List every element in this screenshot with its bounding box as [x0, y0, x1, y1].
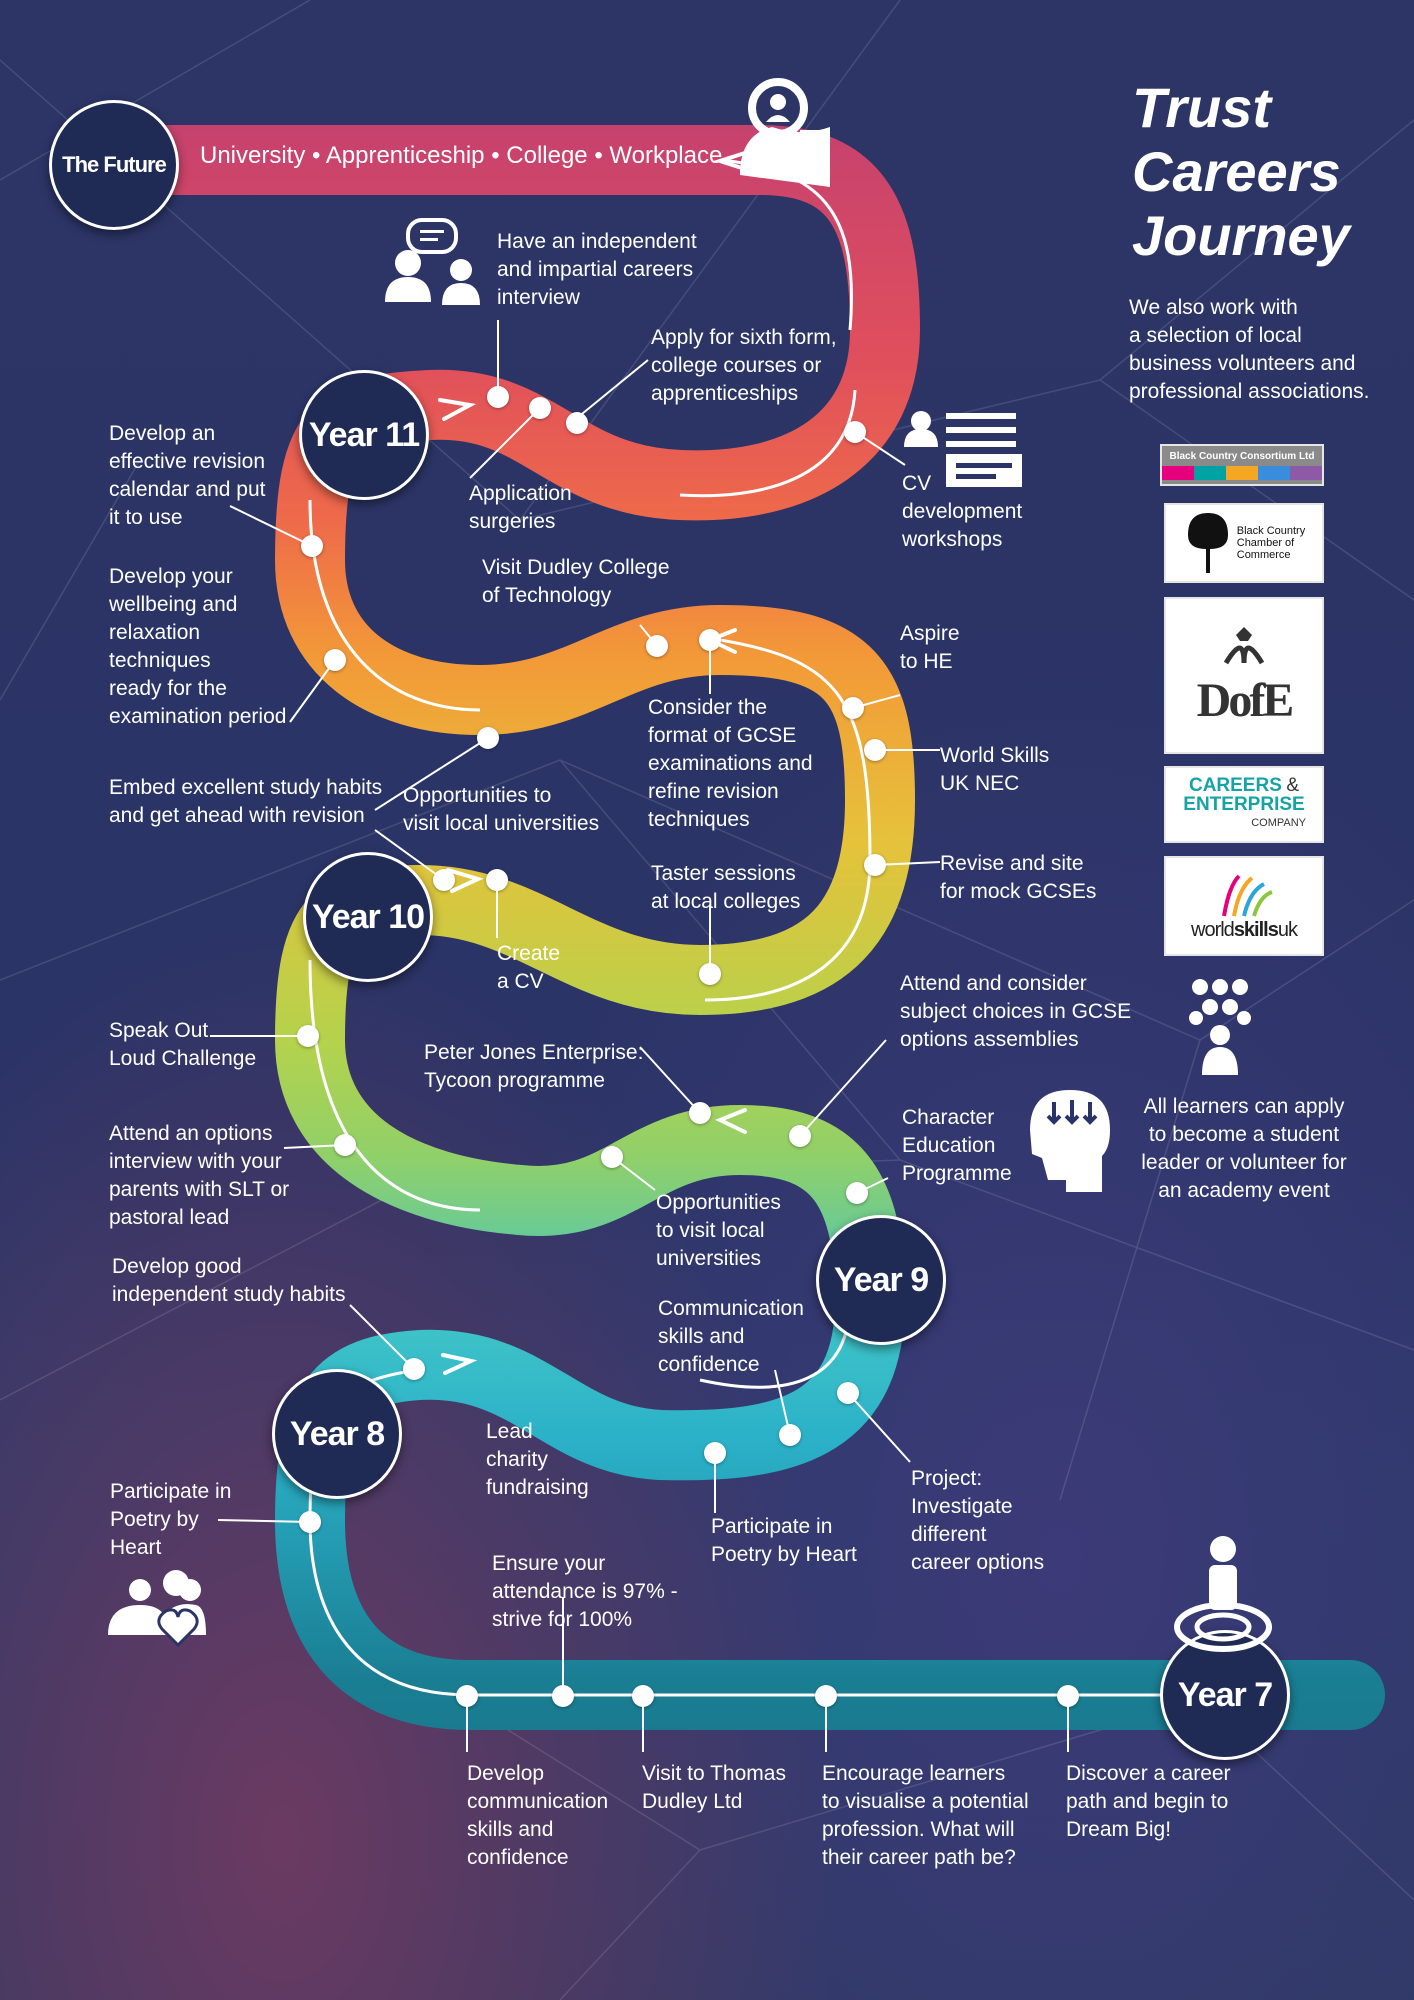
year-9-label: Year 9 — [833, 1260, 929, 1299]
careers-interview-label: Have an independent and impartial career… — [497, 230, 697, 309]
worldskills-uk-logo: worldskillsuk — [1164, 856, 1324, 956]
year-10-label: Year 10 — [311, 897, 425, 936]
cec-company-text: COMPANY — [1251, 817, 1306, 829]
page-title: Trust Careers Journey — [1132, 76, 1350, 267]
charity-label: Lead charity fundraising — [486, 1420, 589, 1499]
cec-careers-text: CAREERS — [1188, 775, 1282, 796]
options-interview-label: Attend an options interview with your pa… — [109, 1122, 290, 1229]
discover-career-label: Discover a career path and begin to Drea… — [1066, 1762, 1231, 1841]
year-9-badge: Year 9 — [816, 1215, 946, 1345]
world-skills-label: World Skills UK NEC — [940, 744, 1050, 795]
develop-communication-label: Develop communication skills and confide… — [467, 1762, 609, 1869]
head-thought-icon — [1030, 1090, 1110, 1192]
dofe-text: DofE — [1196, 674, 1295, 727]
project-label: Project: Investigate different career op… — [911, 1467, 1045, 1574]
family-heart-icon — [108, 1570, 206, 1648]
create-cv-label: Create a CV — [497, 942, 561, 993]
future-badge: The Future — [49, 100, 179, 230]
options-assemblies-label: Attend and consider subject choices in G… — [900, 972, 1132, 1051]
visit-universities-9-label: Opportunities to visit local universitie… — [656, 1191, 781, 1270]
chamber-of-commerce-logo: Black Country Chamber of Commerce — [1164, 503, 1324, 583]
visit-dudley-label: Visit Dudley College of Technology — [482, 556, 670, 607]
group-people-icon — [1189, 979, 1251, 1075]
peter-jones-label: Peter Jones Enterprise: Tycoon programme — [424, 1041, 644, 1092]
study-habits-8-label: Develop good independent study habits — [112, 1255, 346, 1306]
intro-text: We also work with a selection of local b… — [1129, 296, 1370, 403]
bcc-ltd-text: Black Country Consortium Ltd — [1169, 450, 1315, 462]
wellbeing-label: Develop your wellbeing and relaxation te… — [109, 565, 287, 728]
year-8-badge: Year 8 — [272, 1369, 402, 1499]
future-options: University • Apprenticeship • College • … — [200, 142, 723, 169]
apply-sixth-form-label: Apply for sixth form, college courses or… — [651, 326, 837, 405]
attendance-label: Ensure your attendance is 97% - strive f… — [492, 1552, 678, 1631]
revision-calendar-label: Develop an effective revision calendar a… — [109, 422, 266, 529]
year-11-label: Year 11 — [308, 415, 420, 454]
application-surgeries-label: Application surgeries — [469, 482, 572, 533]
poetry-right-label: Participate in Poetry by Heart — [711, 1515, 857, 1566]
cec-top-line: CAREERS & — [1188, 775, 1300, 796]
taster-sessions-label: Taster sessions at local colleges — [651, 862, 801, 913]
worldskills-world: world — [1191, 918, 1235, 941]
milestone-dot — [566, 412, 588, 434]
gcse-format-label: Consider the format of GCSE examinations… — [648, 696, 813, 831]
year-11-badge: Year 11 — [299, 370, 429, 500]
bcc-color-strip — [1162, 465, 1322, 480]
person-target-icon — [1174, 1536, 1272, 1652]
communication-8-label: Communication skills and confidence — [658, 1297, 804, 1376]
poetry-left-label: Participate in Poetry by Heart — [110, 1480, 232, 1559]
worldskills-uk: uk — [1277, 918, 1298, 941]
visit-universities-10-label: Opportunities to visit local universitie… — [403, 784, 600, 835]
tree-logo-icon — [1187, 513, 1228, 573]
year-7-badge: Year 7 — [1160, 1630, 1290, 1760]
learners-note: All learners can apply to become a stude… — [1141, 1095, 1347, 1202]
cec-enterprise-text: ENTERPRISE — [1183, 794, 1305, 815]
cv-workshops-label: CV development workshops — [902, 472, 1023, 551]
visualise-label: Encourage learners to visualise a potent… — [822, 1762, 1029, 1869]
year-8-label: Year 8 — [289, 1414, 385, 1453]
careers-enterprise-logo: CAREERS & ENTERPRISE COMPANY — [1164, 766, 1324, 843]
thomas-dudley-label: Visit to Thomas Dudley Ltd — [642, 1762, 786, 1813]
dofe-logo: DofE — [1164, 597, 1324, 754]
crown-icon — [1223, 627, 1265, 665]
black-country-consortium-logo: Black Country Consortium Ltd — [1160, 444, 1324, 486]
aspire-he-label: Aspire to HE — [900, 622, 960, 673]
worldskills-wordmark: worldskillsuk — [1191, 918, 1298, 942]
chat-people-icon — [385, 218, 480, 305]
worldskills-skills: skills — [1233, 918, 1279, 941]
worldskills-swirl-icon — [1222, 874, 1273, 917]
chamber-text: Black Country Chamber of Commerce — [1236, 525, 1306, 561]
person-search-icon — [740, 78, 830, 187]
year-10-badge: Year 10 — [303, 852, 433, 982]
arrow-icon — [438, 150, 750, 1375]
study-habits-10-label: Embed excellent study habits and get ahe… — [109, 776, 383, 827]
cec-amp-text: & — [1286, 775, 1300, 796]
year-7-label: Year 7 — [1177, 1675, 1273, 1714]
character-education-label: Character Education Programme — [902, 1106, 1012, 1185]
future-badge-label: The Future — [62, 152, 167, 177]
speak-out-label: Speak Out Loud Challenge — [109, 1019, 257, 1070]
mock-gcse-label: Revise and site for mock GCSEs — [940, 852, 1097, 903]
cv-document-icon — [904, 411, 1022, 487]
